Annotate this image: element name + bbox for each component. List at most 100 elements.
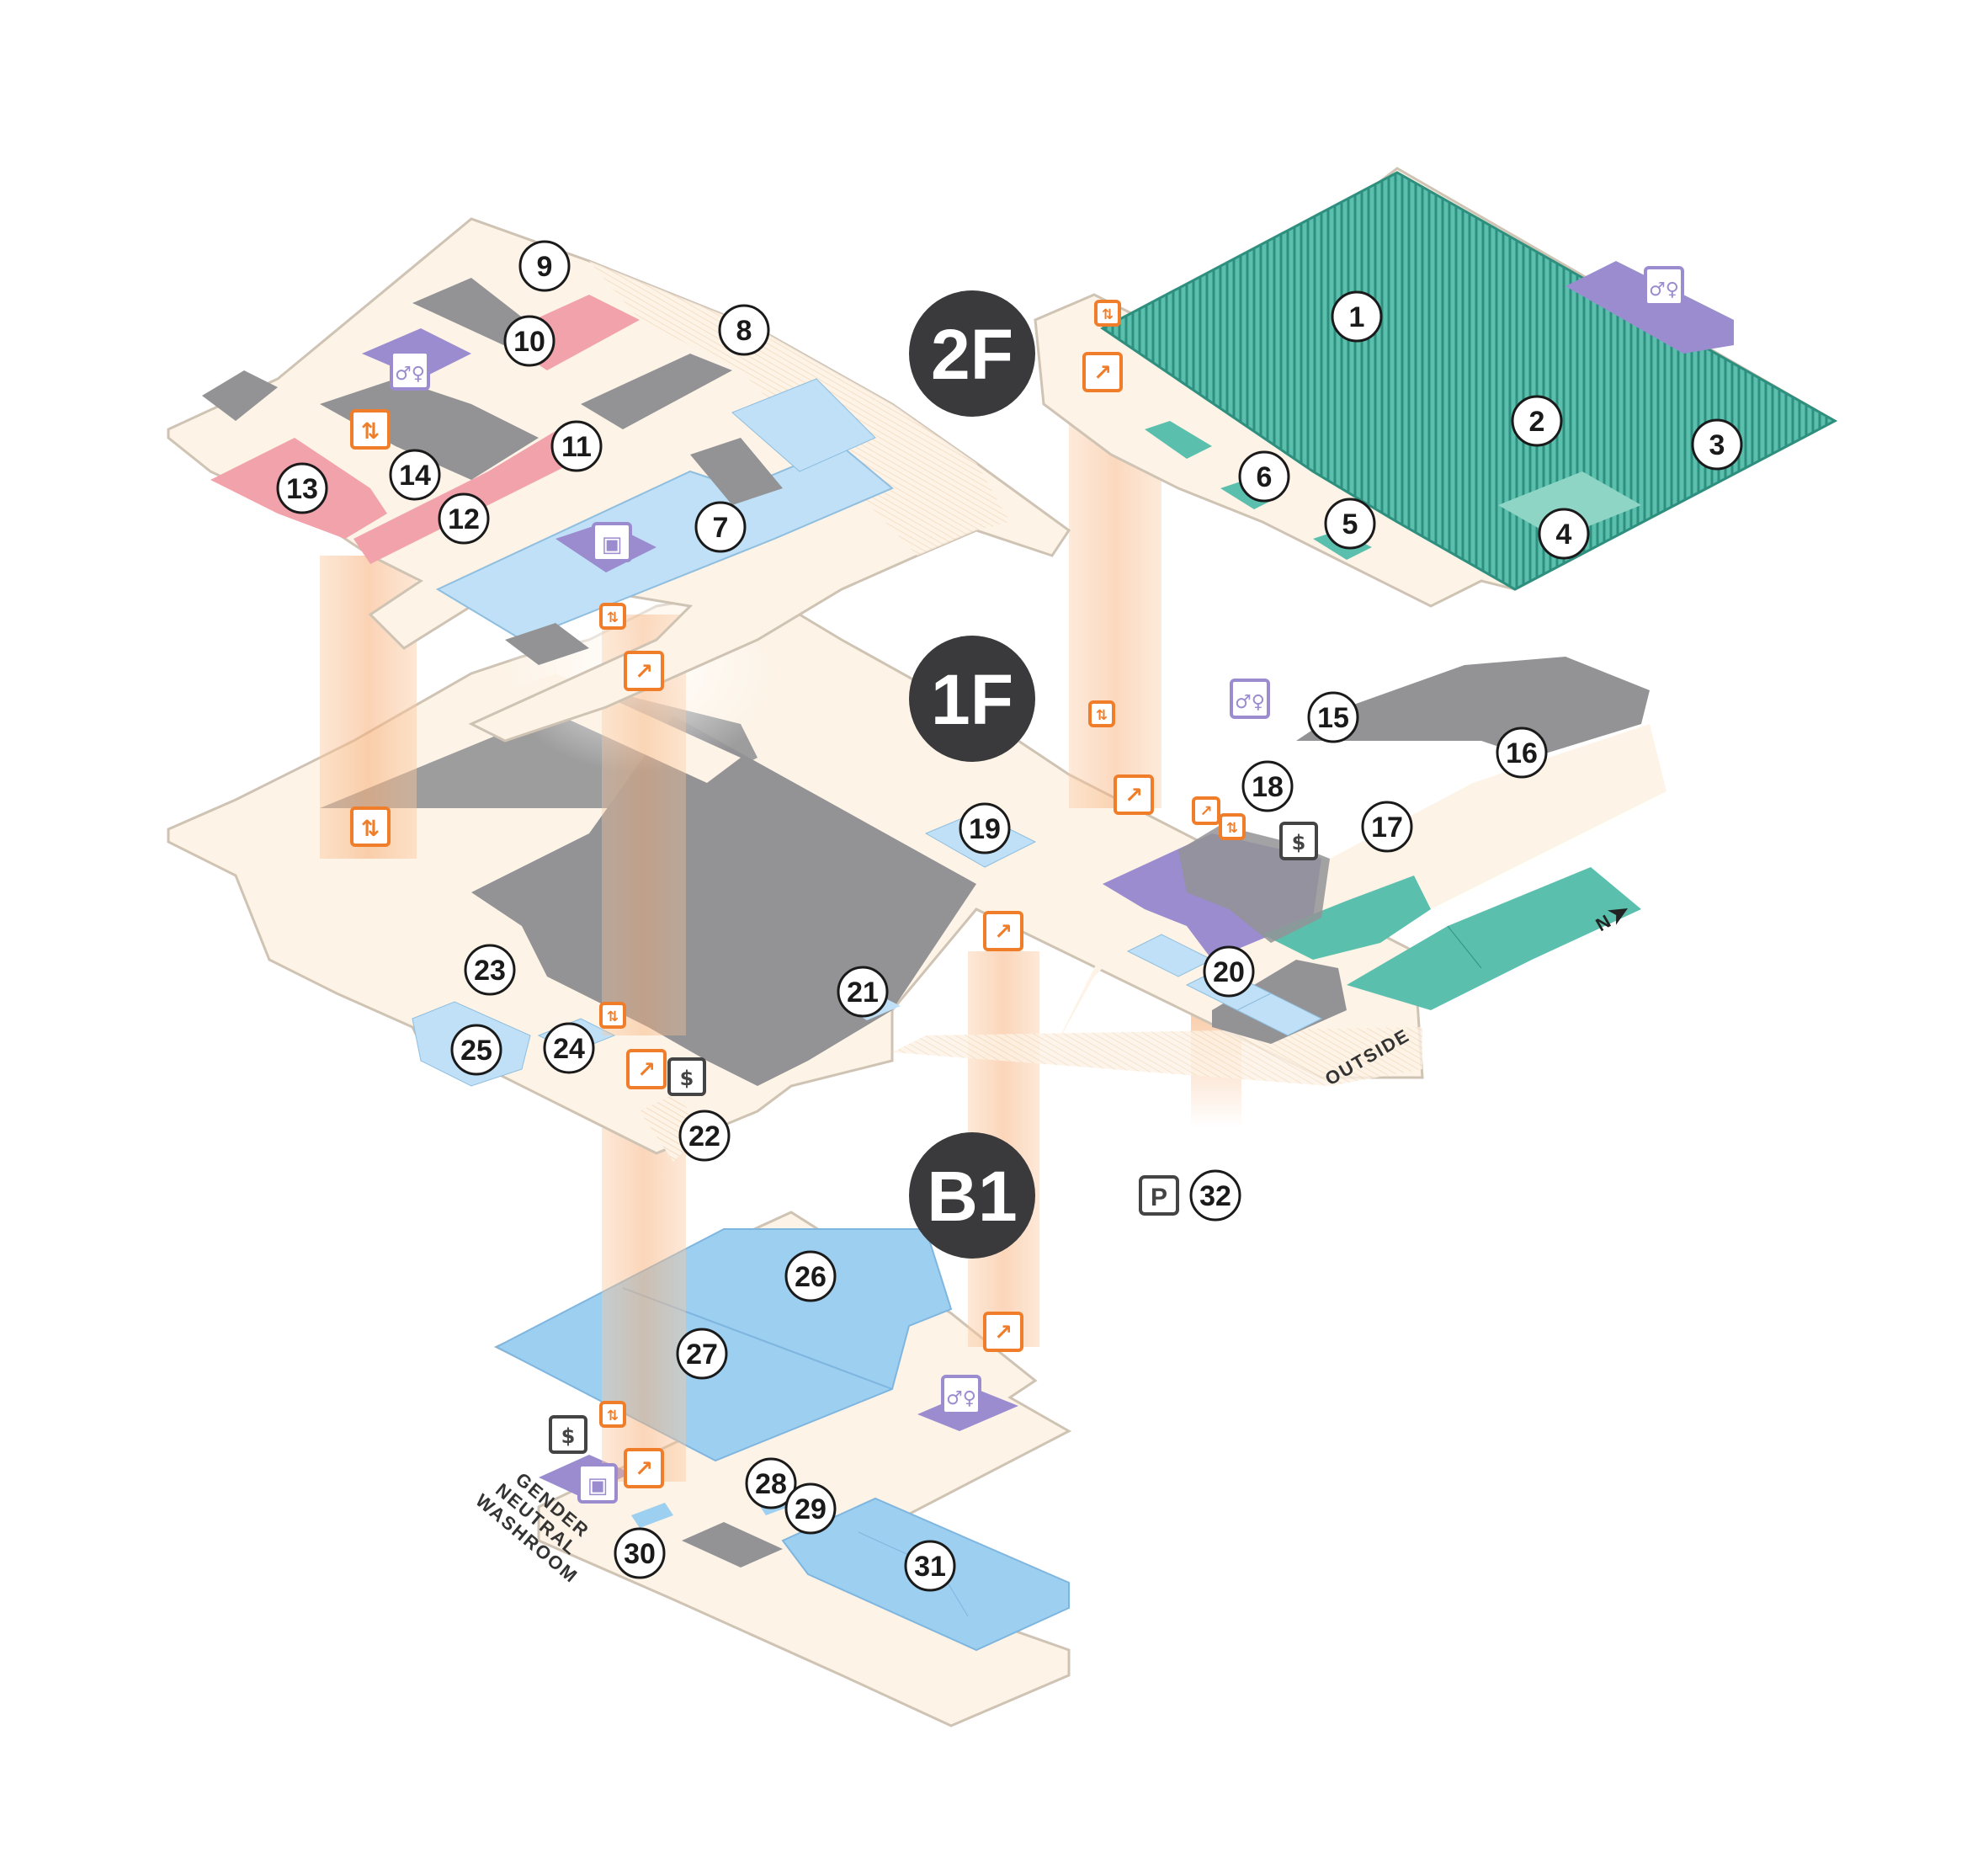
location-marker-22[interactable]: 22 <box>678 1110 731 1162</box>
parking-icon: P <box>1139 1175 1179 1216</box>
location-marker-3[interactable]: 3 <box>1691 418 1743 471</box>
location-marker-32[interactable]: 32 <box>1189 1169 1241 1222</box>
svg-text:▣: ▣ <box>587 1473 609 1498</box>
location-number: 2 <box>1529 406 1545 438</box>
location-marker-25[interactable]: 25 <box>450 1024 502 1076</box>
location-number: 13 <box>286 473 318 505</box>
location-number: 29 <box>795 1493 827 1525</box>
elevator-icon[interactable]: ⇅ <box>599 1401 626 1428</box>
location-number: 21 <box>847 977 879 1009</box>
escalator-icon[interactable]: ↗ <box>983 1312 1023 1352</box>
escalator-icon[interactable]: ↗ <box>1082 352 1123 392</box>
location-marker-24[interactable]: 24 <box>543 1022 595 1074</box>
svg-text:$: $ <box>561 1424 576 1448</box>
location-marker-2[interactable]: 2 <box>1511 395 1563 447</box>
location-marker-7[interactable]: 7 <box>694 501 747 553</box>
svg-text:$: $ <box>680 1067 694 1090</box>
atm-icon[interactable]: $ <box>549 1415 587 1454</box>
location-marker-16[interactable]: 16 <box>1496 727 1548 779</box>
location-number: 22 <box>688 1120 720 1152</box>
location-marker-19[interactable]: 19 <box>959 802 1011 854</box>
location-number: 17 <box>1371 812 1403 844</box>
location-marker-23[interactable]: 23 <box>464 944 516 996</box>
svg-text:♂♀: ♂♀ <box>1649 279 1679 301</box>
washroom-icon[interactable]: ♂♀ <box>1644 266 1684 306</box>
svg-text:⇅: ⇅ <box>361 816 380 842</box>
location-number: 9 <box>537 251 553 283</box>
washroom-icon[interactable]: ♂♀ <box>941 1375 981 1415</box>
location-marker-20[interactable]: 20 <box>1203 945 1255 998</box>
location-number: 11 <box>561 431 592 463</box>
floor-2f-east <box>1034 167 1838 608</box>
svg-text:↗: ↗ <box>637 1057 656 1083</box>
location-marker-29[interactable]: 29 <box>784 1482 837 1535</box>
location-marker-31[interactable]: 31 <box>904 1540 956 1592</box>
elevator-icon[interactable]: ⇅ <box>1088 700 1115 727</box>
location-marker-14[interactable]: 14 <box>389 449 441 501</box>
svg-text:⇅: ⇅ <box>1096 706 1108 723</box>
location-marker-18[interactable]: 18 <box>1241 760 1294 812</box>
location-marker-15[interactable]: 15 <box>1307 691 1359 743</box>
escalator-icon[interactable]: ↗ <box>624 1448 664 1488</box>
svg-text:↗: ↗ <box>1093 360 1112 386</box>
location-marker-30[interactable]: 30 <box>614 1527 666 1579</box>
location-marker-5[interactable]: 5 <box>1324 498 1376 550</box>
escalator-icon[interactable]: ↗ <box>1192 796 1220 825</box>
escalator-icon[interactable]: ↗ <box>624 651 664 691</box>
elevator-icon[interactable]: ⇅ <box>350 806 391 847</box>
svg-text:♂♀: ♂♀ <box>1235 692 1265 713</box>
elevator-icon[interactable]: ⇅ <box>1219 813 1246 840</box>
location-marker-10[interactable]: 10 <box>503 315 555 367</box>
elevator-icon[interactable]: ⇅ <box>1094 300 1121 327</box>
location-marker-17[interactable]: 17 <box>1361 801 1413 853</box>
svg-text:↗: ↗ <box>1199 803 1212 821</box>
location-marker-9[interactable]: 9 <box>518 240 571 292</box>
location-marker-21[interactable]: 21 <box>837 966 889 1018</box>
location-number: 12 <box>448 503 480 535</box>
location-marker-26[interactable]: 26 <box>784 1250 837 1302</box>
svg-text:↗: ↗ <box>994 919 1013 945</box>
atm-icon[interactable]: $ <box>667 1057 706 1096</box>
location-marker-27[interactable]: 27 <box>676 1328 728 1380</box>
elevator-icon[interactable]: ⇅ <box>599 603 626 630</box>
location-marker-13[interactable]: 13 <box>276 462 328 514</box>
location-marker-11[interactable]: 11 <box>550 420 603 472</box>
atm-icon[interactable]: $ <box>1279 822 1318 860</box>
location-marker-8[interactable]: 8 <box>718 304 770 356</box>
location-marker-4[interactable]: 4 <box>1538 508 1590 560</box>
svg-text:⇅: ⇅ <box>607 609 619 625</box>
location-marker-28[interactable]: 28 <box>745 1457 797 1509</box>
location-number: 10 <box>513 326 545 358</box>
location-number: 28 <box>755 1468 787 1500</box>
washroom-icon[interactable]: ♂♀ <box>390 350 430 391</box>
location-number: 1 <box>1349 301 1365 333</box>
svg-text:2F: 2F <box>931 315 1013 394</box>
escalator-icon[interactable]: ↗ <box>626 1049 667 1089</box>
location-number: 30 <box>624 1538 656 1570</box>
elevator-icon[interactable]: ⇅ <box>599 1002 626 1029</box>
escalator-icon[interactable]: ↗ <box>1114 774 1154 815</box>
svg-text:⇅: ⇅ <box>1102 306 1114 322</box>
location-number: 23 <box>474 955 506 987</box>
location-number: 3 <box>1709 429 1725 461</box>
washroom-icon[interactable]: ♂♀ <box>1230 679 1270 719</box>
floor-badge-b1[interactable]: B1 <box>909 1132 1035 1259</box>
escalator-icon[interactable]: ↗ <box>983 911 1023 951</box>
family-washroom-icon[interactable]: ▣ <box>592 522 632 562</box>
location-number: 15 <box>1317 702 1349 734</box>
location-number: 5 <box>1342 508 1358 540</box>
location-marker-6[interactable]: 6 <box>1238 450 1290 503</box>
family-washroom-icon[interactable]: ▣ <box>577 1463 618 1504</box>
location-number: 18 <box>1252 771 1284 803</box>
location-number: 6 <box>1257 461 1273 493</box>
location-number: 25 <box>460 1035 492 1067</box>
location-marker-1[interactable]: 1 <box>1331 290 1383 343</box>
floor-badge-2f[interactable]: 2F <box>909 290 1035 417</box>
location-number: 27 <box>686 1339 718 1371</box>
floor-badge-1f[interactable]: 1F <box>909 636 1035 762</box>
elevator-icon[interactable]: ⇅ <box>350 409 391 450</box>
svg-text:↗: ↗ <box>1124 783 1143 809</box>
location-marker-12[interactable]: 12 <box>438 492 490 545</box>
svg-text:$: $ <box>1292 831 1306 854</box>
